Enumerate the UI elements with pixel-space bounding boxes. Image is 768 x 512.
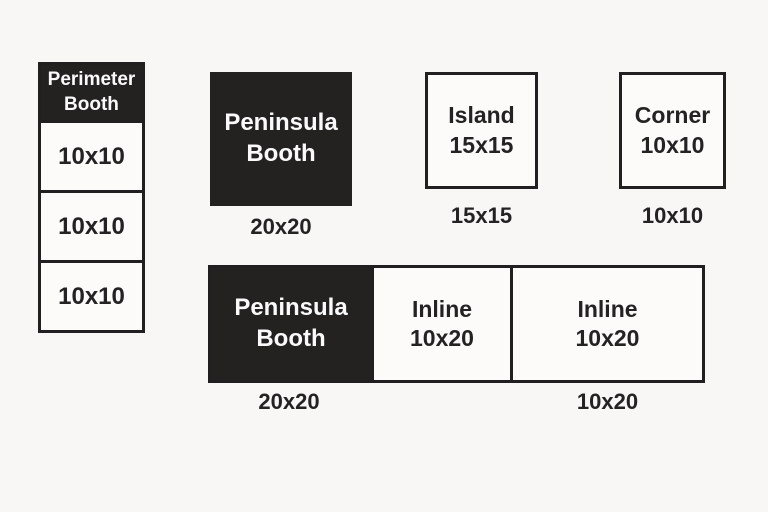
peninsula-booth-bottom-title-line2: Booth [256,325,326,352]
perimeter-unit-3-label: 10x10 [58,282,125,310]
corner-booth-size-label: 10x10 [641,203,704,228]
perimeter-unit-2: 10x10 [38,190,145,263]
peninsula-booth-top-title: Peninsula Booth [224,108,337,169]
perimeter-booth-title-line1: Perimeter [47,69,136,91]
perimeter-booth-title-line2: Booth [64,93,119,115]
island-booth-dims: 15x15 [449,131,514,158]
corner-booth-name: Corner [634,102,711,129]
inline-booth-left-block: Inline 10x20 [371,268,510,380]
inline-booth-right-name: Inline [577,295,638,322]
bottom-booth-row: Peninsula Booth Inline 10x20 Inline 10x2… [208,265,705,383]
peninsula-booth-top-title-line1: Peninsula [224,109,338,137]
corner-booth-dims: 10x10 [640,131,705,158]
perimeter-unit-1-label: 10x10 [58,142,125,170]
peninsula-booth-bottom-title-line1: Peninsula [234,294,348,322]
peninsula-booth-bottom-size-label: 20x20 [258,389,320,414]
peninsula-booth-top-title-line2: Booth [246,140,316,167]
peninsula-booth-top-size-label: 20x20 [250,214,312,239]
peninsula-booth-bottom-block: Peninsula Booth [211,268,371,380]
inline-booth-right-title: Inline 10x20 [576,295,640,354]
peninsula-booth-top-block: Peninsula Booth [210,72,352,206]
perimeter-unit-2-label: 10x10 [58,212,125,240]
peninsula-booth-bottom-title: Peninsula Booth [234,293,347,354]
inline-booth-right-dims: 10x20 [575,325,640,351]
inline-booth-right-size-label: 10x20 [576,389,639,414]
inline-booth-left-title: Inline 10x20 [410,295,474,354]
perimeter-unit-1: 10x10 [38,120,145,193]
island-booth-block: Island 15x15 [425,72,538,189]
island-booth-name: Island [448,102,515,129]
inline-booth-left-name: Inline [411,295,473,322]
island-booth-size-label: 15x15 [450,203,513,228]
corner-booth-block: Corner 10x10 [619,72,726,189]
corner-booth-title: Corner 10x10 [635,101,710,160]
inline-booth-left-dims: 10x20 [410,325,474,351]
island-booth-title: Island 15x15 [448,101,514,160]
perimeter-booth-title: Perimeter Booth [48,68,136,117]
perimeter-booth-header: Perimeter Booth [38,62,145,123]
perimeter-booth-column: Perimeter Booth 10x10 10x10 10x10 [38,62,145,333]
inline-booth-right-block: Inline 10x20 [510,268,702,380]
perimeter-unit-3: 10x10 [38,260,145,333]
